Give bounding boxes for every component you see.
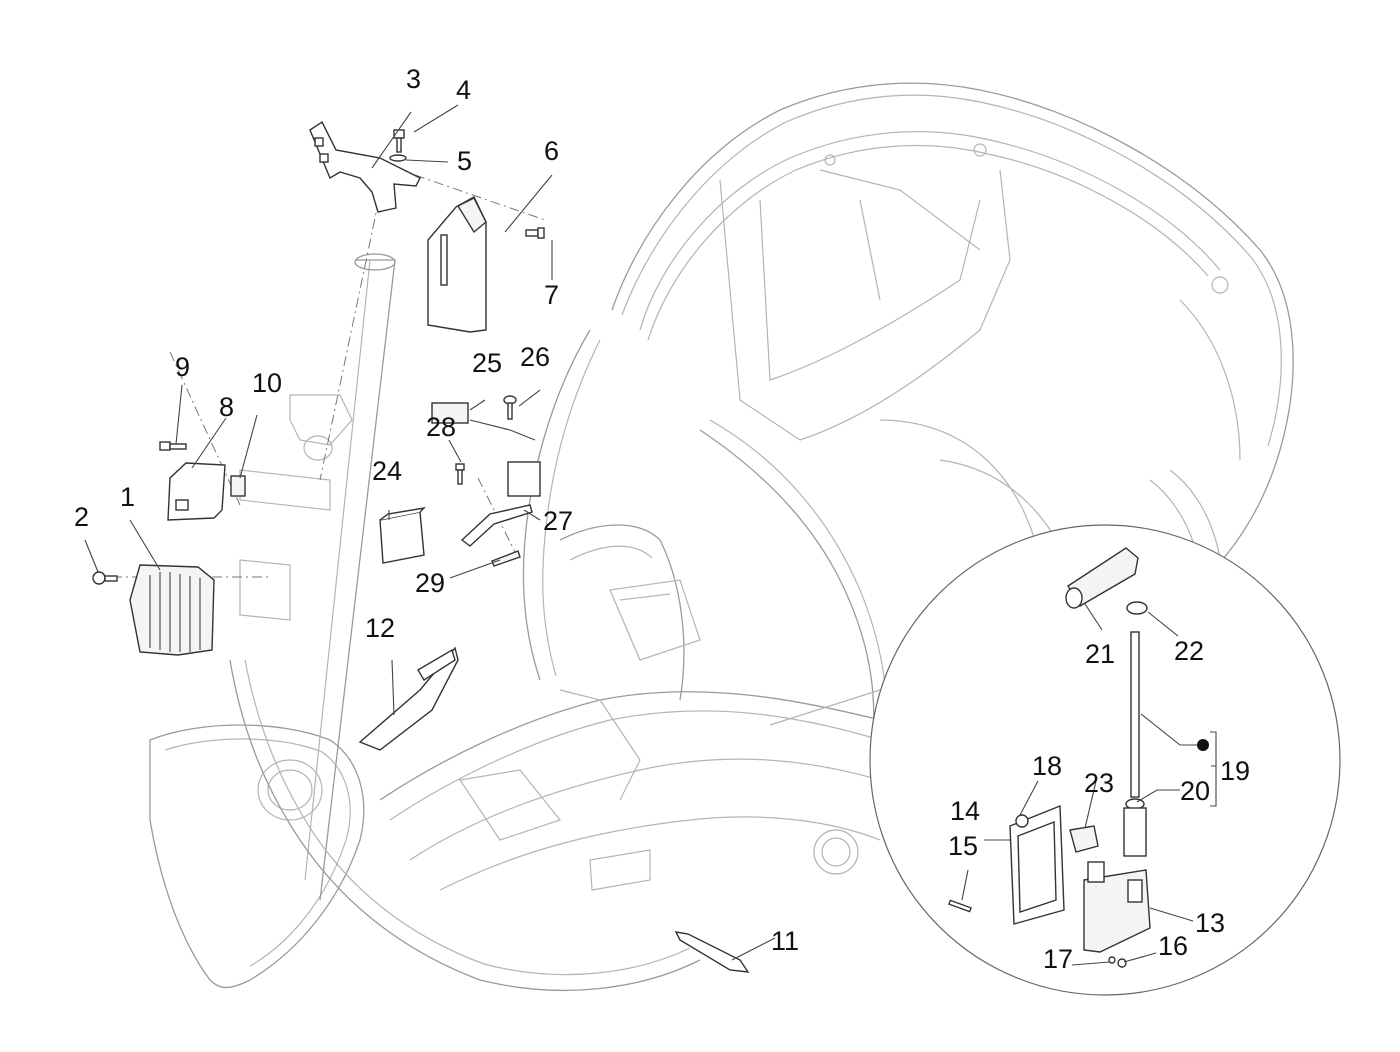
label-1: 1: [120, 482, 135, 512]
label-29: 29: [415, 568, 445, 598]
part-19-hv-cable[interactable]: [1130, 631, 1140, 798]
part-13-ignition-coil[interactable]: [1083, 861, 1151, 953]
label-15: 15: [948, 831, 978, 861]
label-10: 10: [252, 368, 282, 398]
part-9-screw[interactable]: [159, 441, 187, 451]
part-6-control-unit[interactable]: [427, 196, 487, 333]
part-24-relay[interactable]: [379, 506, 427, 564]
part-26-screw[interactable]: [503, 395, 517, 420]
part-1-voltage-regulator[interactable]: [129, 564, 215, 656]
part-12-cover[interactable]: [358, 646, 459, 751]
label-8: 8: [219, 392, 234, 422]
leader-lines: [84, 104, 1217, 966]
part-2-screw[interactable]: [92, 571, 118, 585]
label-14: 14: [950, 796, 980, 826]
label-22: 22: [1174, 636, 1204, 666]
part-16-nut[interactable]: [1117, 958, 1127, 968]
part-5-washer[interactable]: [389, 154, 407, 162]
label-20: 20: [1180, 776, 1210, 806]
label-11: 11: [771, 926, 799, 956]
part-22-clamp[interactable]: [1126, 601, 1148, 615]
part-15-screw[interactable]: [948, 899, 972, 913]
part-7-screw[interactable]: [525, 227, 545, 239]
part-10-clip[interactable]: [230, 475, 246, 497]
label-23: 23: [1084, 768, 1114, 798]
part-labels: 3 4 5 6 7 9 8 10 1 2 25 26 28 24 27 29 1…: [74, 64, 1250, 974]
part-27-bracket[interactable]: [460, 504, 533, 547]
label-17: 17: [1043, 944, 1073, 974]
part-11-cover[interactable]: [674, 931, 750, 973]
label-2: 2: [74, 502, 89, 532]
part-20-cap[interactable]: [1123, 798, 1147, 857]
label-13: 13: [1195, 908, 1225, 938]
label-12: 12: [365, 613, 395, 643]
detail-callout-circle: [869, 524, 1341, 996]
label-27: 27: [543, 506, 573, 536]
kit-marker-dot: [1197, 739, 1209, 751]
label-6: 6: [544, 136, 559, 166]
part-23-connector-clip[interactable]: [1069, 825, 1099, 853]
label-9: 9: [175, 352, 190, 382]
label-16: 16: [1158, 931, 1188, 961]
label-28: 28: [426, 412, 456, 442]
label-3: 3: [406, 64, 421, 94]
part-8-bracket[interactable]: [167, 462, 226, 521]
part-14-support-plate[interactable]: [1009, 804, 1065, 925]
callout-pointer: [769, 689, 881, 726]
label-18: 18: [1032, 751, 1062, 781]
label-7: 7: [544, 280, 559, 310]
part-17-washer[interactable]: [1108, 956, 1116, 964]
part-29-clip[interactable]: [491, 550, 521, 567]
label-4: 4: [456, 75, 471, 105]
part-25-sensor-with-cable[interactable]: [431, 402, 541, 497]
part-18-nut[interactable]: [1015, 814, 1029, 828]
part-3-bracket[interactable]: [309, 120, 421, 213]
label-26: 26: [520, 342, 550, 372]
label-19: 19: [1220, 756, 1250, 786]
part-21-spark-plug-cap[interactable]: [1065, 547, 1139, 609]
part-28-screw[interactable]: [455, 463, 465, 485]
label-5: 5: [457, 146, 472, 176]
label-25: 25: [472, 348, 502, 378]
label-24: 24: [372, 456, 402, 486]
label-21: 21: [1085, 639, 1115, 669]
